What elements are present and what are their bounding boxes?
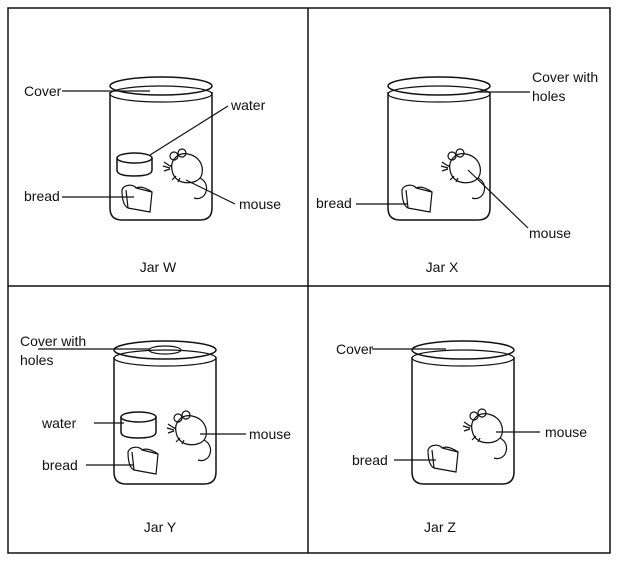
bread-label: bread <box>316 195 352 211</box>
panel-title: Jar W <box>140 259 177 275</box>
mouse-label: mouse <box>239 196 281 212</box>
cover-label: Cover with <box>20 333 86 349</box>
panel-grid <box>7 7 611 554</box>
jar-x-drawing <box>387 76 491 221</box>
panel-jar-z: Cover bread mouse Jar Z <box>336 340 587 535</box>
bread-label: bread <box>24 188 60 204</box>
jar-y-drawing <box>113 340 217 485</box>
water-dish <box>116 152 153 177</box>
cover-label-line2: holes <box>532 88 565 104</box>
cover-label: Cover <box>336 341 374 357</box>
mouse-label: mouse <box>545 424 587 440</box>
bread-label: bread <box>42 457 78 473</box>
cover-label-line2: holes <box>20 352 53 368</box>
jar-z-drawing <box>411 340 515 485</box>
panel-title: Jar Y <box>144 519 177 535</box>
panel-title: Jar X <box>426 259 459 275</box>
jar-w-drawing <box>109 76 213 221</box>
cover-label: Cover <box>24 83 62 99</box>
panel-jar-x: Cover with holes bread mouse Jar X <box>316 69 598 275</box>
panel-jar-w: Cover water bread mouse Jar W <box>24 76 281 275</box>
bread-label: bread <box>352 452 388 468</box>
cover-label: Cover with <box>532 69 598 85</box>
water-label: water <box>230 97 266 113</box>
water-label: water <box>41 415 77 431</box>
mouse-label: mouse <box>529 225 571 241</box>
panel-title: Jar Z <box>424 519 456 535</box>
mouse-label: mouse <box>249 426 291 442</box>
panel-jar-y: Cover with holes water bread mouse Jar Y <box>20 333 291 535</box>
water-dish <box>120 411 157 439</box>
